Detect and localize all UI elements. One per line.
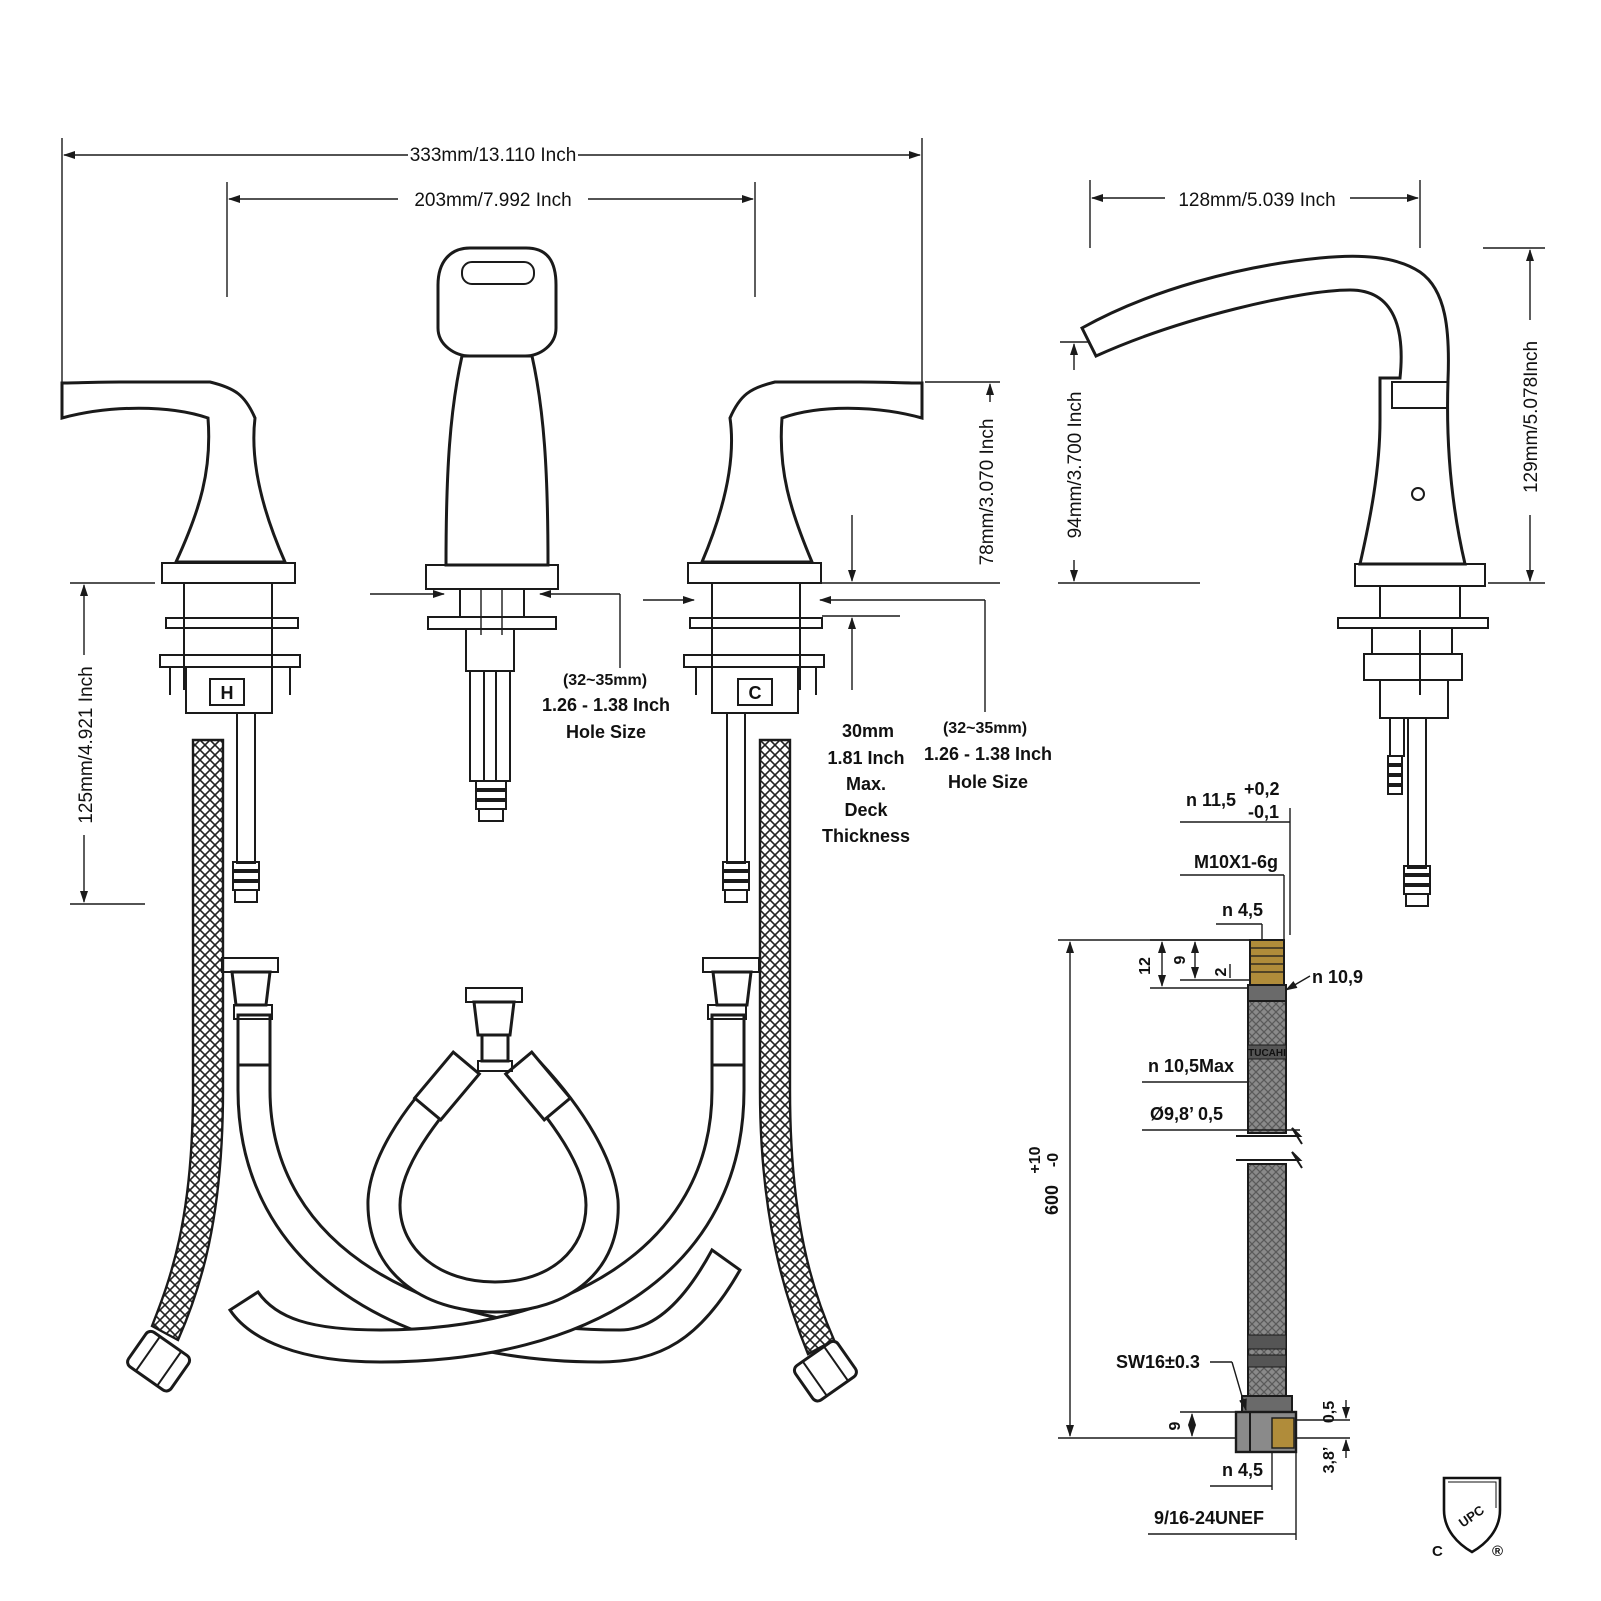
dim-shank-length: 125mm/4.921 Inch bbox=[70, 582, 155, 905]
hose-n-4-5-top: n 4,5 bbox=[1222, 900, 1263, 920]
hose-d9-top: 9 bbox=[1172, 955, 1189, 964]
dim-deck-thickness: 30mm 1.81 Inch Max. Deck Thickness bbox=[822, 515, 910, 846]
hole-size-right-label: Hole Size bbox=[948, 772, 1028, 792]
right-braided-hose bbox=[758, 738, 858, 1403]
hole-size-right-inch: 1.26 - 1.38 Inch bbox=[924, 744, 1052, 764]
handle-height-label: 78mm/3.070 Inch bbox=[977, 419, 998, 566]
hose-d38: 3,8’ bbox=[1321, 1447, 1338, 1474]
hole-size-right-mm: (32~35mm) bbox=[943, 720, 1027, 737]
spout-total-height-label: 129mm/5.078Inch bbox=[1521, 341, 1542, 493]
dim-hole-size-right: (32~35mm) 1.26 - 1.38 Inch Hole Size bbox=[643, 596, 1052, 792]
hose-n-10-9: n 10,9 bbox=[1312, 967, 1363, 987]
deck-line3: Thickness bbox=[822, 826, 910, 846]
hose-length: 600 bbox=[1042, 1185, 1062, 1215]
hole-size-center-label: Hole Size bbox=[566, 722, 646, 742]
hose-phi: Ø9,8’ 0,5 bbox=[1150, 1104, 1223, 1124]
shank-length-label: 125mm/4.921 Inch bbox=[76, 666, 97, 823]
hot-label: H bbox=[221, 683, 234, 703]
dim-spout-reach: 128mm/5.039 Inch bbox=[1089, 180, 1421, 248]
hose-d2: 2 bbox=[1213, 967, 1230, 976]
hose-d9-bottom: 9 bbox=[1167, 1421, 1184, 1430]
spout-side-view bbox=[1080, 254, 1489, 907]
hose-tol-plus: +0,2 bbox=[1244, 779, 1280, 799]
dim-spout-outlet-height: 94mm/3.700 Inch bbox=[1058, 341, 1200, 584]
upc-c: C bbox=[1432, 1543, 1443, 1560]
hose-length-tol-plus: +10 bbox=[1027, 1146, 1044, 1173]
deck-line1: Max. bbox=[846, 774, 886, 794]
hose-unef: 9/16-24UNEF bbox=[1154, 1508, 1264, 1528]
hose-sw: SW16±0.3 bbox=[1116, 1352, 1200, 1372]
deck-line2: Deck bbox=[844, 800, 888, 820]
center-sprayer-assembly bbox=[425, 246, 559, 822]
overall-width-label: 333mm/13.110 Inch bbox=[410, 145, 577, 166]
right-handle-assembly: C bbox=[683, 380, 924, 903]
dim-spread-width: 203mm/7.992 Inch bbox=[226, 182, 756, 297]
hose-d05: 0,5 bbox=[1321, 1401, 1338, 1423]
hose-d12: 12 bbox=[1137, 957, 1154, 975]
supply-hoses bbox=[221, 957, 760, 1364]
left-handle-assembly: H bbox=[60, 380, 301, 903]
upc-certification-mark: UPC C ® bbox=[1432, 1476, 1503, 1560]
hose-tol-minus: -0,1 bbox=[1248, 802, 1279, 822]
dim-handle-height: 78mm/3.070 Inch bbox=[815, 381, 1001, 584]
hose-detail-drawing: TUCAHI n 11,5 +0,2 -0,1 M10X1-6g n 4,5 1… bbox=[1027, 779, 1363, 1540]
hose-n-10-5: n 10,5Max bbox=[1148, 1056, 1234, 1076]
upc-reg: ® bbox=[1492, 1543, 1503, 1560]
deck-inch: 1.81 Inch bbox=[827, 748, 904, 768]
dim-spout-total-height: 129mm/5.078Inch bbox=[1483, 247, 1545, 584]
hose-n-11-5: n 11,5 bbox=[1186, 790, 1236, 810]
spout-outlet-height-label: 94mm/3.700 Inch bbox=[1065, 392, 1086, 539]
hose-length-tol-minus: -0 bbox=[1045, 1153, 1062, 1167]
hole-size-center-inch: 1.26 - 1.38 Inch bbox=[542, 695, 670, 715]
spread-width-label: 203mm/7.992 Inch bbox=[414, 190, 571, 211]
spout-reach-label: 128mm/5.039 Inch bbox=[1178, 190, 1335, 211]
hose-n-4-5-bottom: n 4,5 bbox=[1222, 1460, 1263, 1480]
hose-brand-label: TUCAHI bbox=[1248, 1048, 1286, 1059]
dim-hole-size-center: (32~35mm) 1.26 - 1.38 Inch Hole Size bbox=[370, 590, 670, 742]
dim-overall-width: 333mm/13.110 Inch bbox=[61, 138, 923, 398]
hole-size-center-mm: (32~35mm) bbox=[563, 672, 647, 689]
cold-label: C bbox=[749, 683, 762, 703]
left-braided-hose bbox=[126, 738, 225, 1393]
deck-mm: 30mm bbox=[842, 721, 894, 741]
hose-thread: M10X1-6g bbox=[1194, 852, 1278, 872]
